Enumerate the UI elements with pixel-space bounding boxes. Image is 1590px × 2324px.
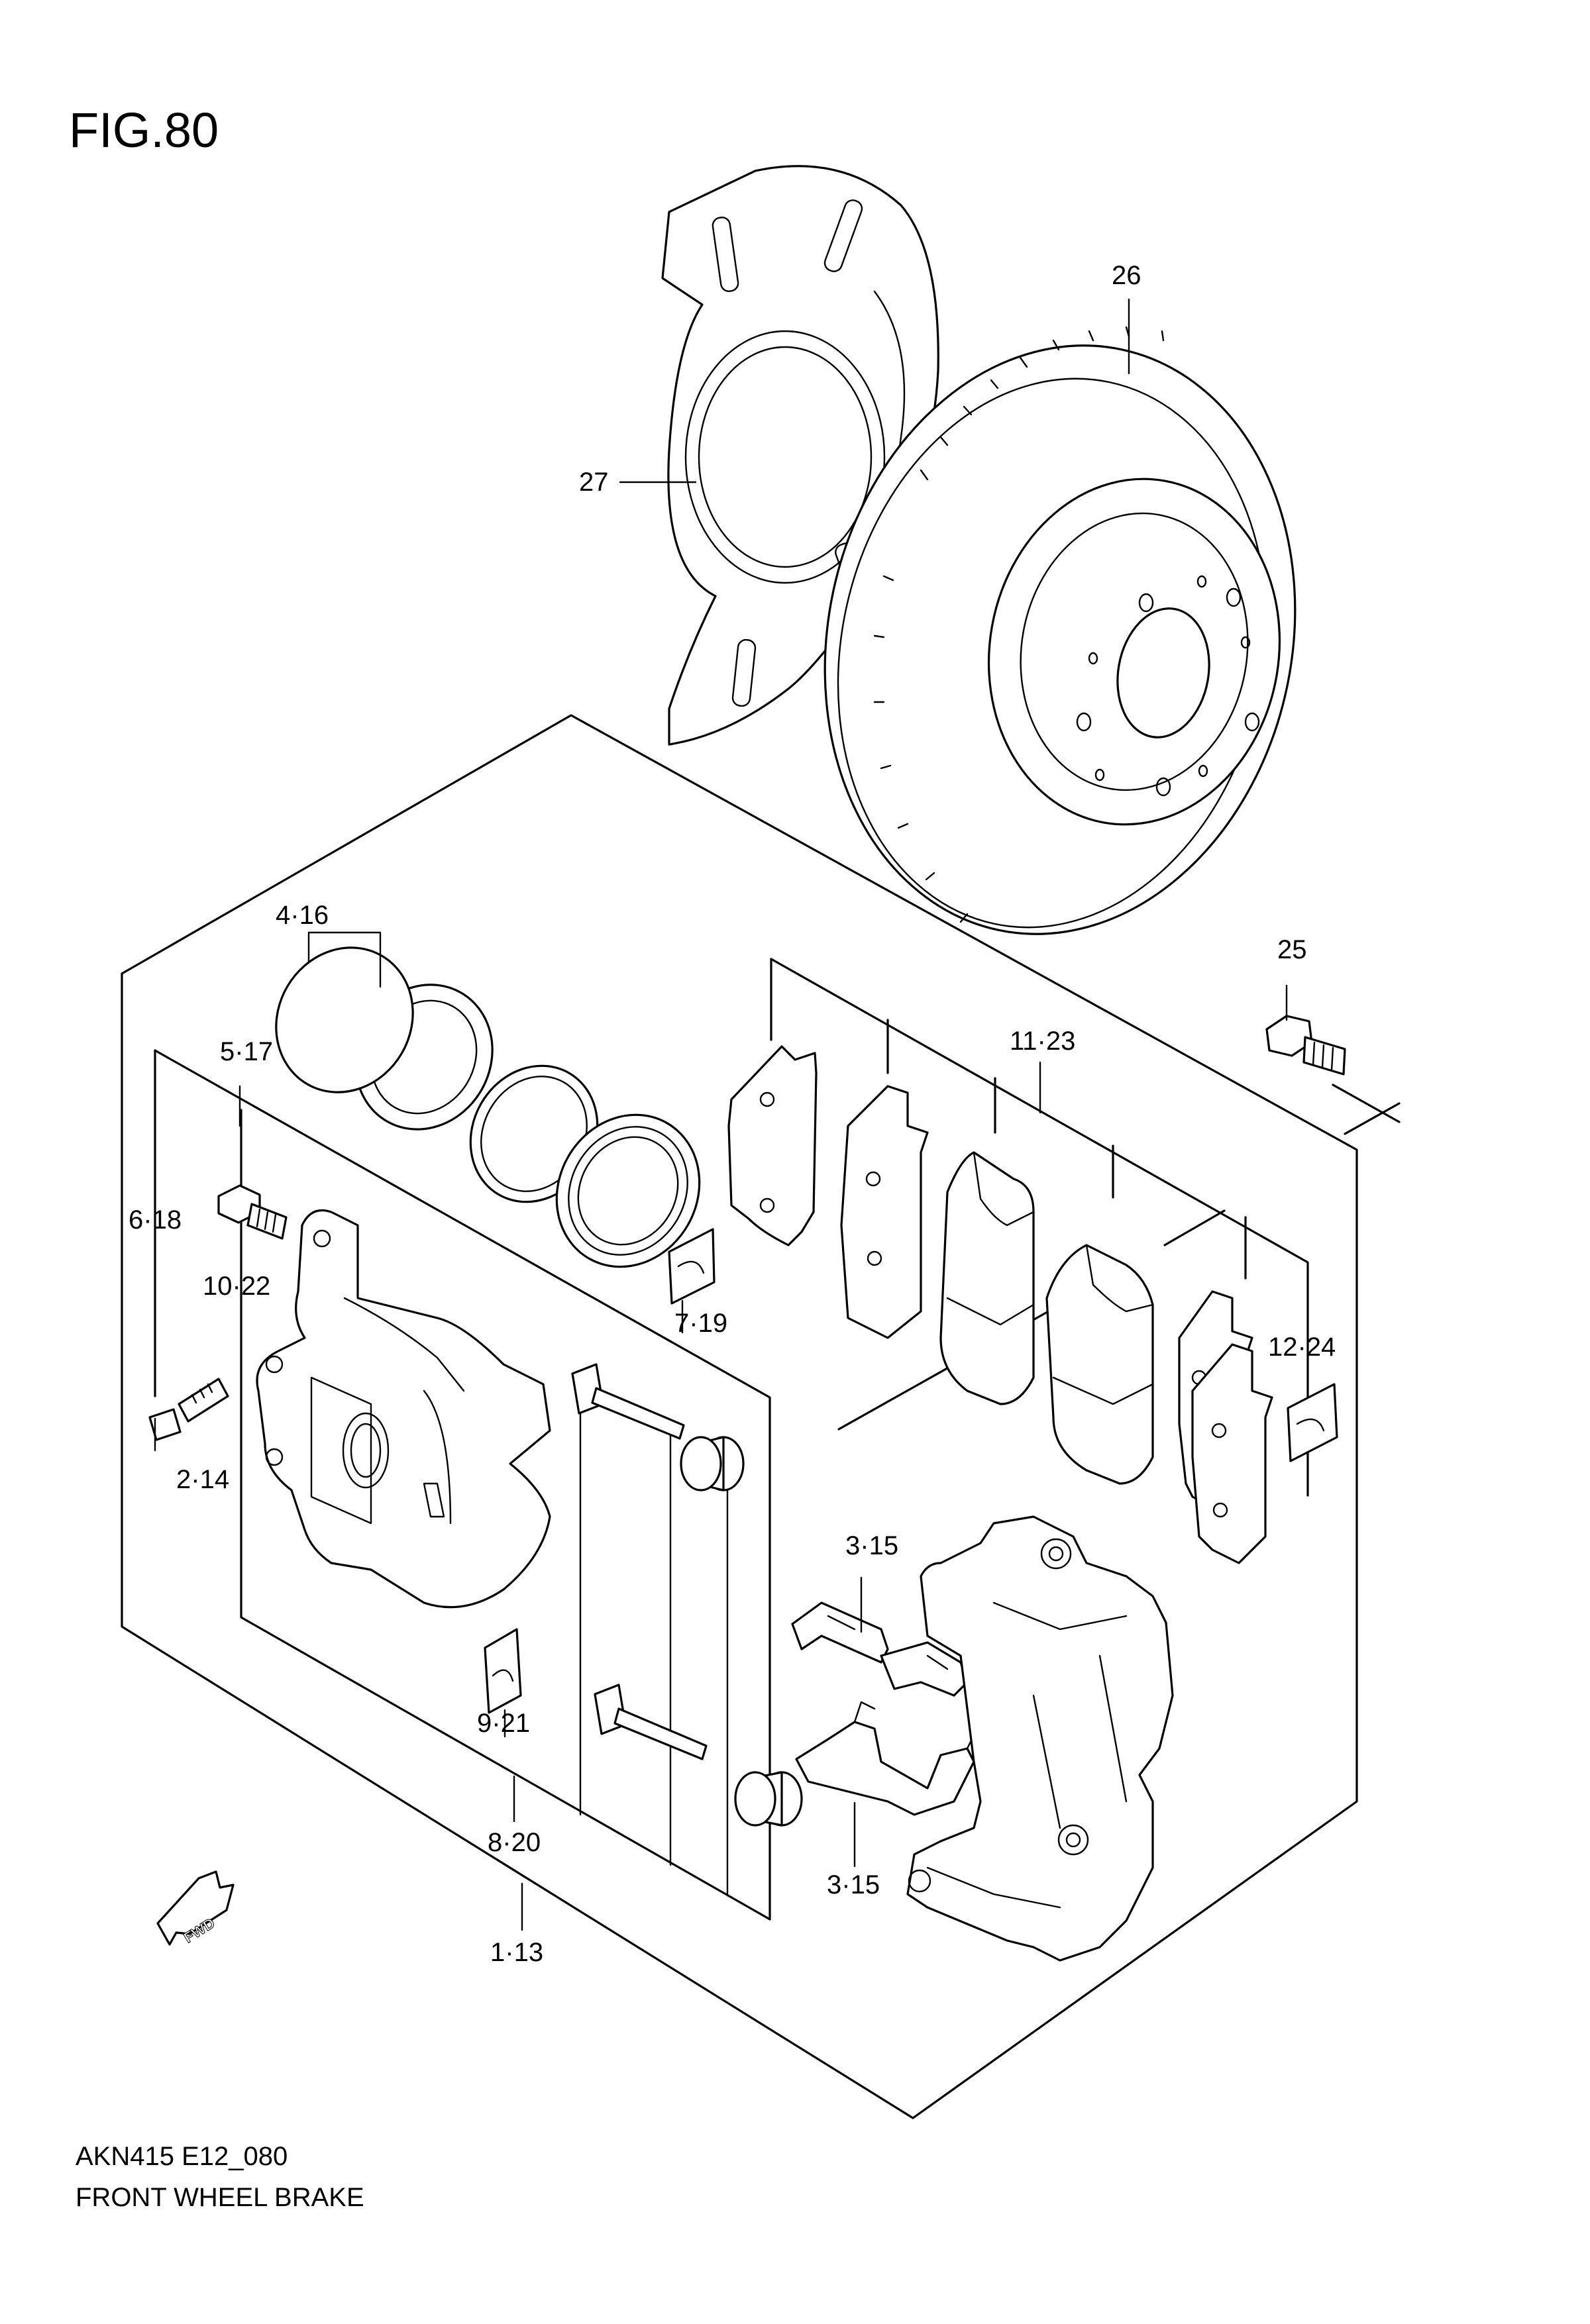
- callout-10-22: 10·22: [203, 1272, 271, 1301]
- callout-4-16: 4·16: [276, 901, 329, 930]
- pad-shim-inner-2: [1191, 1343, 1273, 1564]
- assembly-boundary-caliper: [154, 1049, 771, 1921]
- pad-shim-outer-2: [840, 1085, 929, 1339]
- callout-25: 25: [1277, 935, 1307, 964]
- callout-26: 26: [1112, 261, 1141, 290]
- caliper-bolt: [217, 1184, 288, 1240]
- brake-disc: [823, 326, 1297, 935]
- callout-27: 27: [579, 468, 609, 497]
- pad-retainer-clip-upper: [791, 1601, 969, 1697]
- forward-arrow: [156, 1870, 235, 1946]
- footer-code: AKN415 E12_080: [76, 2142, 288, 2171]
- guide-pin-boot-upper: [680, 1436, 745, 1491]
- grease-pack-lower: [484, 1628, 522, 1714]
- guide-pin-upper: [571, 1363, 685, 1440]
- figure-title: FIG.80: [69, 103, 219, 158]
- caliper-carrier: [906, 1515, 1174, 1962]
- guide-pin-lower: [594, 1684, 708, 1760]
- caliper-piston: [275, 946, 494, 1131]
- callout-6-18: 6·18: [129, 1205, 182, 1235]
- callout-8-20: 8·20: [488, 1828, 541, 1857]
- callout-9-21: 9·21: [477, 1709, 531, 1738]
- dust-shield: [661, 165, 939, 746]
- pad-retainer-clip-lower: [795, 1701, 975, 1816]
- leader-lines: [154, 298, 1309, 1931]
- brake-pad-outer: [939, 1151, 1035, 1405]
- callout-5-17: 5·17: [220, 1037, 274, 1066]
- callout-11-23: 11·23: [1010, 1027, 1076, 1056]
- piston-boot: [555, 1113, 701, 1268]
- pad-shim-outer-1: [727, 1045, 818, 1246]
- callout-12-24: 12·24: [1268, 1333, 1336, 1362]
- assembly-boundary-outer: [121, 714, 1358, 2119]
- grease-pack-pads: [1287, 1383, 1338, 1462]
- bleeder-plug: [148, 1378, 229, 1441]
- caliper-body: [256, 1209, 551, 1609]
- callout-3-15-upper: 3·15: [845, 1531, 899, 1560]
- grease-pack-upper: [668, 1228, 716, 1305]
- callout-1-13: 1·13: [490, 1938, 544, 1967]
- callout-2-14: 2·14: [176, 1465, 230, 1494]
- brake-pad-inner: [1045, 1244, 1154, 1485]
- footer-name: FRONT WHEEL BRAKE: [76, 2183, 364, 2212]
- flange-bolt: [1265, 1015, 1346, 1076]
- callout-3-15-lower: 3·15: [827, 1870, 880, 1899]
- guide-pin-boot-lower: [734, 1771, 803, 1827]
- callout-7-19: 7·19: [674, 1309, 728, 1338]
